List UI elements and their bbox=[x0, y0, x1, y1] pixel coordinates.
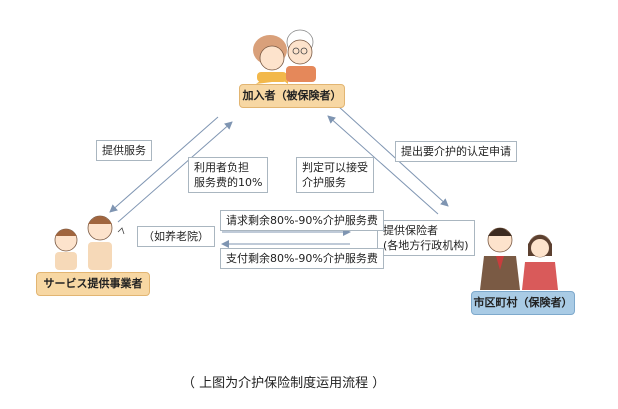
insurer-line1: 提供保险者 bbox=[383, 224, 438, 237]
judgement-line2: 介护服务 bbox=[302, 176, 346, 189]
arrow-insured-to-municipality bbox=[337, 105, 449, 207]
label-insurer: 提供保险者 (各地方行政机构) bbox=[377, 220, 475, 256]
diagram-caption: （ 上图为介护保险制度运用流程 ） bbox=[182, 376, 386, 391]
municipality-badge: 市区町村（保険者） bbox=[471, 291, 575, 315]
judgement-line1: 判定可以接受 bbox=[302, 161, 368, 174]
arrow-provider-to-insured bbox=[117, 121, 233, 223]
insurer-line2: (各地方行政机构) bbox=[383, 239, 469, 252]
provider-badge: サービス提供事業者 bbox=[36, 272, 150, 296]
label-pay-fee: 支付剩余80%-90%介护服务费 bbox=[220, 248, 384, 269]
label-user-burden: 利用者负担 服务费的10% bbox=[188, 157, 269, 193]
arrow-municipality-to-insured bbox=[327, 115, 439, 215]
label-submit-application: 提出要介护的认定申请 bbox=[395, 141, 517, 162]
label-judgement: 判定可以接受 介护服务 bbox=[296, 157, 374, 193]
label-provide-service: 提供服务 bbox=[96, 140, 152, 161]
label-nursing-home: （如养老院） bbox=[137, 226, 215, 247]
user-burden-line2: 服务费的10% bbox=[194, 176, 263, 189]
arrow-insured-to-provider bbox=[109, 116, 219, 213]
label-request-fee: 请求剩余80%-90%介护服务费 bbox=[220, 210, 384, 231]
user-burden-line1: 利用者负担 bbox=[194, 161, 249, 174]
insured-badge: 加入者（被保険者） bbox=[239, 84, 345, 108]
